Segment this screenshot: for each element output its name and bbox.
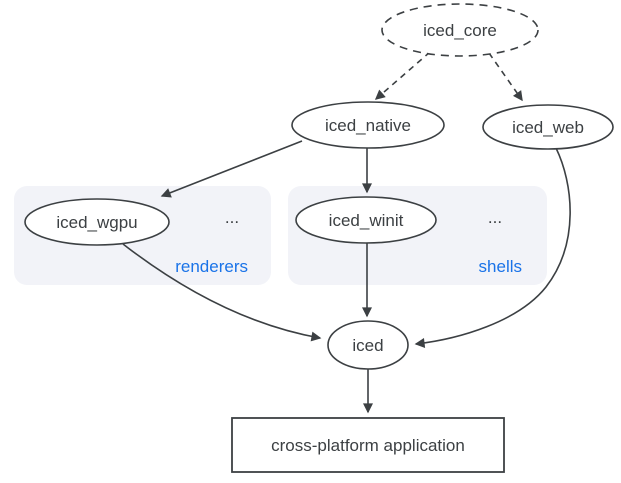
node-iced-label: iced <box>352 336 383 355</box>
renderers-ellipsis: ... <box>225 208 239 227</box>
shells-group-label: shells <box>479 257 522 276</box>
edge-iced_native-iced_wgpu <box>160 140 303 198</box>
edge-iced_web-iced <box>414 147 571 348</box>
node-iced-wgpu <box>24 198 170 246</box>
shells-ellipsis: ... <box>488 208 502 227</box>
node-iced-native <box>291 101 445 149</box>
edge-iced_wgpu-iced <box>122 243 322 342</box>
edge-iced_core-iced_native <box>374 51 431 100</box>
node-iced-web-label: iced_web <box>512 118 584 137</box>
node-iced-core-label: iced_core <box>423 21 497 40</box>
node-iced-winit-label: iced_winit <box>329 211 404 230</box>
renderers-group-label: renderers <box>175 257 248 276</box>
node-iced-web <box>482 104 614 150</box>
edge-iced_core-iced_web <box>488 52 523 102</box>
node-iced <box>327 320 409 370</box>
node-iced-winit <box>295 196 437 244</box>
application-box <box>231 417 505 473</box>
application-box-label: cross-platform application <box>271 436 465 455</box>
node-iced-core <box>381 3 539 57</box>
node-iced-native-label: iced_native <box>325 116 411 135</box>
node-iced-wgpu-label: iced_wgpu <box>56 213 137 232</box>
